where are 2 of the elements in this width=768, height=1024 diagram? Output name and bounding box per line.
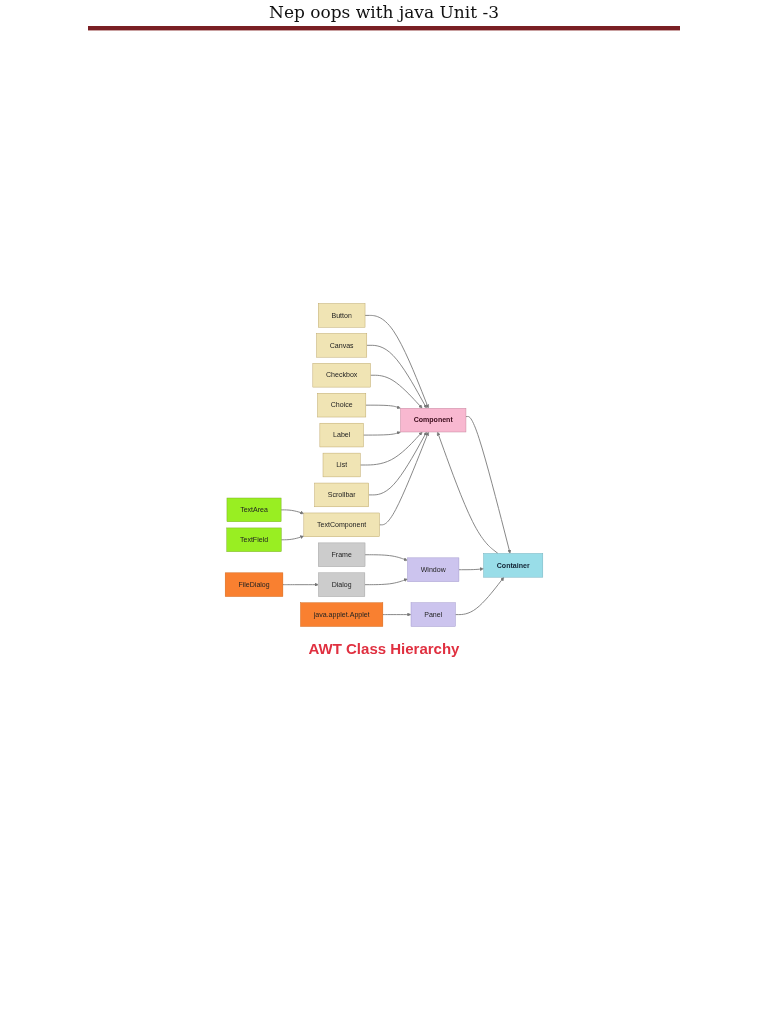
page-header: Nep oops with java Unit -3 bbox=[268, 2, 500, 22]
diagram-caption: AWT Class Hierarchy bbox=[307, 640, 461, 657]
